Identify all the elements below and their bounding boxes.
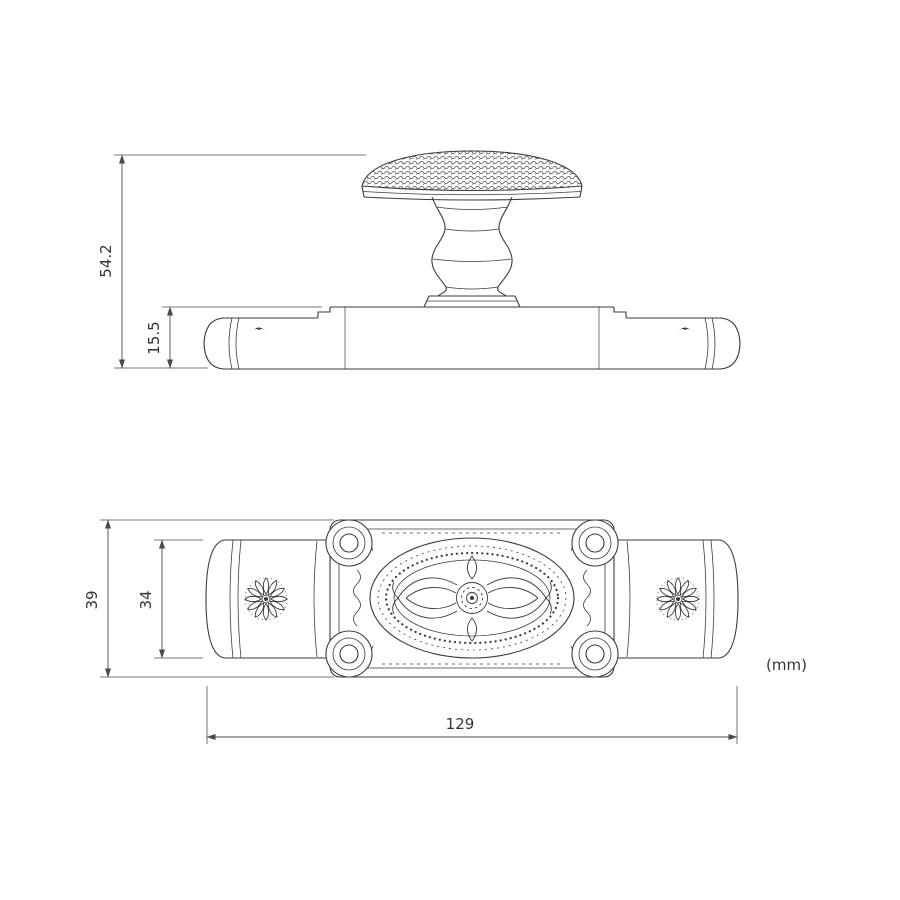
dim-knob-total-height: [114, 154, 366, 369]
left-cylinder: [205, 539, 332, 659]
medallion-foliage: [392, 555, 552, 642]
knob-cap: [361, 150, 583, 201]
side-elevation-view: [203, 150, 741, 370]
plan-view: [205, 519, 739, 678]
dim-plate-outer-height: [100, 519, 334, 678]
screw-boss-top-left: [325, 519, 373, 567]
base-plate-side: [203, 306, 741, 370]
units-label: (mm): [766, 656, 807, 674]
dim-overall-length: [206, 686, 738, 744]
screw-boss-bottom-left: [325, 630, 373, 678]
knob-collar: [423, 295, 521, 308]
left-wing-ornament: [251, 327, 267, 333]
dim-knob-total-height-label: 54.2: [97, 244, 115, 277]
dim-base-height-label: 15.5: [145, 321, 163, 354]
rosette-left: [245, 578, 287, 620]
dim-overall-length-label: 129: [446, 715, 475, 733]
dim-plate-inner-height: [154, 539, 203, 659]
screw-boss-bottom-right: [571, 630, 619, 678]
medallion: [369, 537, 575, 659]
knob-neck: [431, 196, 513, 297]
rosette-right: [657, 578, 699, 620]
dim-plate-inner-height-label: 34: [137, 590, 155, 609]
right-wing-ornament: [677, 327, 693, 333]
screw-boss-top-right: [571, 519, 619, 567]
dim-plate-outer-height-label: 39: [83, 590, 101, 609]
dim-base-height: [162, 306, 322, 369]
right-cylinder: [612, 539, 739, 659]
